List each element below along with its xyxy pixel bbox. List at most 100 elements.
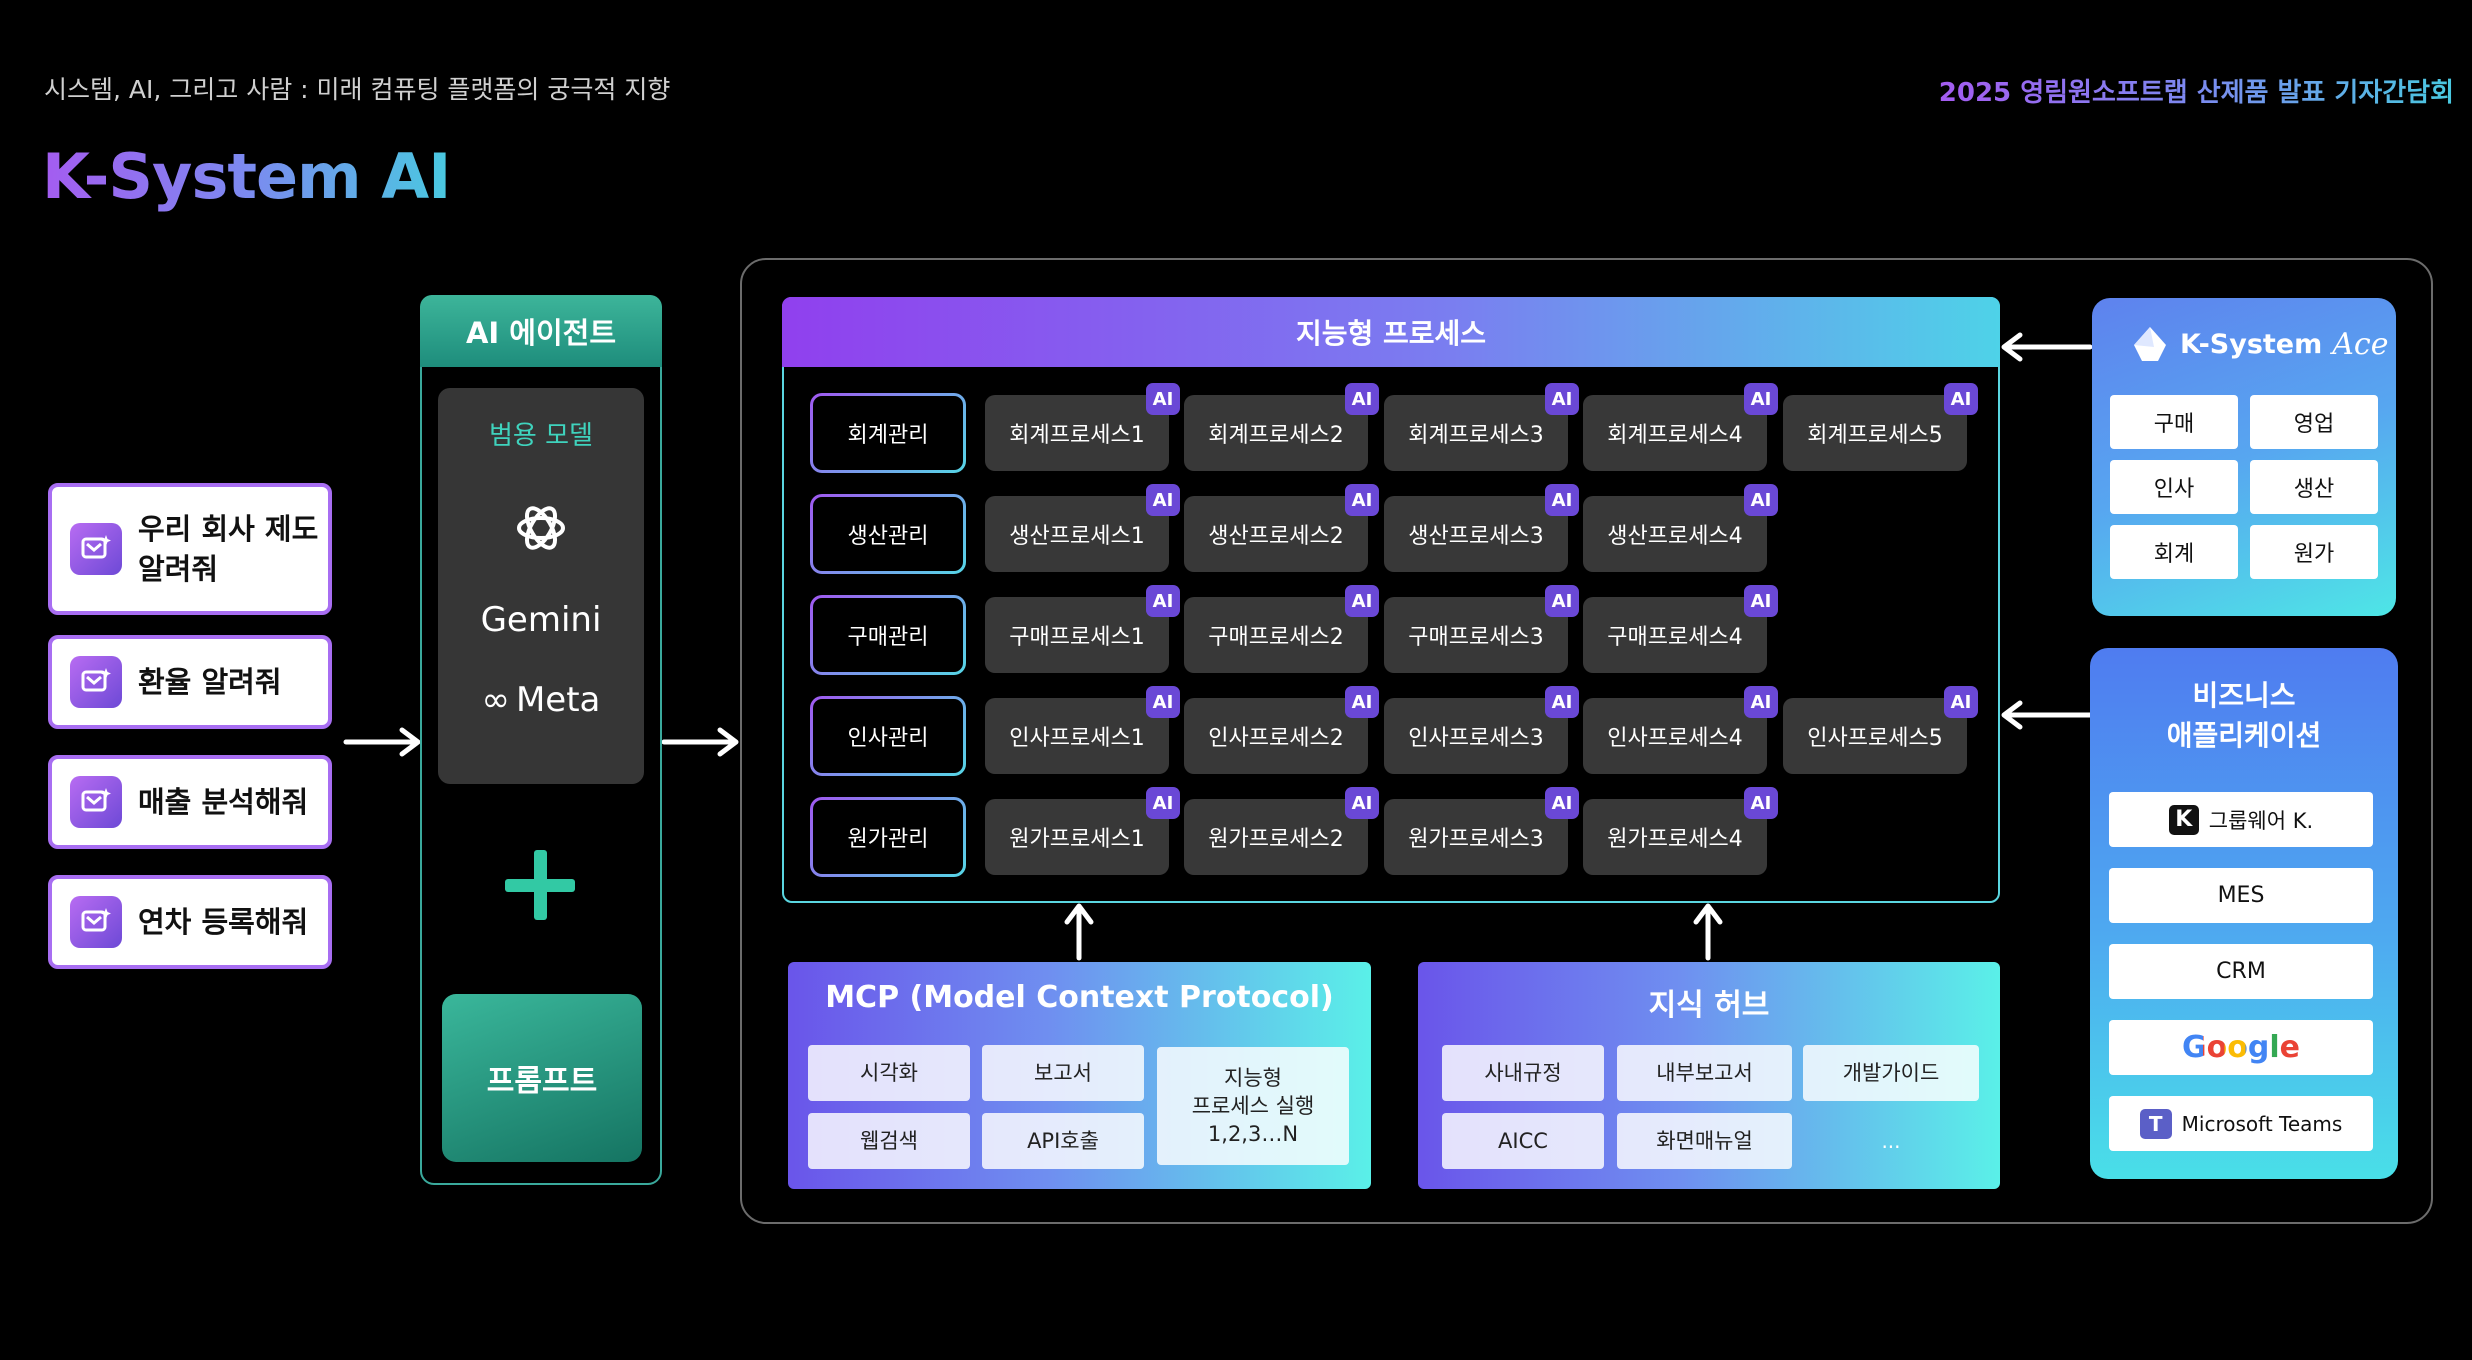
- ai-badge: AI: [1345, 484, 1379, 516]
- request-label: 연차 등록해줘: [138, 905, 309, 939]
- app-label: 그룹웨어 K.: [2208, 808, 2314, 833]
- process-item[interactable]: 원가프로세스4: [1583, 799, 1767, 875]
- teams-icon: T: [2139, 1108, 2172, 1139]
- process-item[interactable]: 회계프로세스5: [1783, 395, 1967, 471]
- ai-badge: AI: [1744, 383, 1778, 415]
- ai-badge: AI: [1944, 383, 1978, 415]
- crm-app[interactable]: CRM: [2109, 944, 2373, 999]
- ace-module[interactable]: 원가: [2250, 525, 2378, 579]
- request-card[interactable]: 연차 등록해줘: [48, 875, 332, 969]
- business-apps-title: 비즈니스 애플리케이션: [2166, 679, 2322, 752]
- process-item[interactable]: 생산프로세스1: [985, 496, 1169, 572]
- intelligent-process-title: 지능형 프로세스: [782, 297, 2000, 367]
- process-category[interactable]: 원가관리: [810, 797, 966, 877]
- process-category[interactable]: 구매관리: [810, 595, 966, 675]
- teams-app[interactable]: T Microsoft Teams: [2109, 1096, 2373, 1151]
- process-item[interactable]: 원가프로세스1: [985, 799, 1169, 875]
- ace-module[interactable]: 생산: [2250, 460, 2378, 514]
- ai-badge: AI: [1146, 484, 1180, 516]
- ace-module[interactable]: 인사: [2110, 460, 2238, 514]
- ai-badge: AI: [1146, 383, 1180, 415]
- process-item[interactable]: 구매프로세스3: [1384, 597, 1568, 673]
- process-item[interactable]: 회계프로세스4: [1583, 395, 1767, 471]
- process-category-label: 구매관리: [813, 598, 963, 672]
- ai-badge: AI: [1146, 787, 1180, 819]
- request-label: 우리 회사 제도 알려줘: [138, 512, 319, 586]
- mes-app[interactable]: MES: [2109, 868, 2373, 923]
- ai-badge: AI: [1944, 686, 1978, 718]
- process-category-label: 생산관리: [813, 497, 963, 571]
- process-item[interactable]: 회계프로세스2: [1184, 395, 1368, 471]
- process-item[interactable]: 구매프로세스2: [1184, 597, 1368, 673]
- ace-module[interactable]: 영업: [2250, 395, 2378, 449]
- gemini-logo: Gemini: [480, 600, 602, 640]
- process-item[interactable]: 원가프로세스3: [1384, 799, 1568, 875]
- process-item[interactable]: 구매프로세스4: [1583, 597, 1767, 673]
- process-category-label: 회계관리: [813, 396, 963, 470]
- ace-brand-script: Ace: [2332, 326, 2389, 362]
- mcp-exec-item: 지능형 프로세스 실행 1,2,3…N: [1157, 1047, 1349, 1165]
- google-logo: Google: [2182, 1030, 2300, 1065]
- process-category[interactable]: 인사관리: [810, 696, 966, 776]
- system-frame: [740, 258, 2433, 1224]
- ai-agent-title: AI 에이전트: [420, 295, 662, 367]
- ace-module[interactable]: 회계: [2110, 525, 2238, 579]
- plus-icon: [505, 850, 575, 920]
- process-item[interactable]: 생산프로세스4: [1583, 496, 1767, 572]
- meta-infinity-icon: ∞: [481, 680, 510, 720]
- hub-item: 화면매뉴얼: [1617, 1113, 1792, 1169]
- ai-badge: AI: [1345, 585, 1379, 617]
- process-item[interactable]: 인사프로세스2: [1184, 698, 1368, 774]
- process-item[interactable]: 생산프로세스2: [1184, 496, 1368, 572]
- hub-item: AICC: [1442, 1113, 1604, 1169]
- hub-more: ...: [1881, 1129, 1901, 1153]
- process-item[interactable]: 생산프로세스3: [1384, 496, 1568, 572]
- request-card[interactable]: 환율 알려줘: [48, 635, 332, 729]
- mcp-item: API호출: [982, 1113, 1144, 1169]
- ai-badge: AI: [1545, 585, 1579, 617]
- meta-label: Meta: [515, 680, 601, 720]
- page-subtitle: 시스템, AI, 그리고 사람 : 미래 컴퓨팅 플랫폼의 궁극적 지향: [44, 75, 671, 104]
- process-item[interactable]: 원가프로세스2: [1184, 799, 1368, 875]
- ai-badge: AI: [1545, 383, 1579, 415]
- process-category-label: 인사관리: [813, 699, 963, 773]
- models-box: [438, 388, 644, 784]
- chat-sparkle-icon: [70, 896, 122, 948]
- process-item[interactable]: 인사프로세스3: [1384, 698, 1568, 774]
- process-item[interactable]: 인사프로세스4: [1583, 698, 1767, 774]
- process-item[interactable]: 인사프로세스1: [985, 698, 1169, 774]
- hub-item: 사내규정: [1442, 1045, 1604, 1101]
- process-item[interactable]: 구매프로세스1: [985, 597, 1169, 673]
- request-card[interactable]: 매출 분석해줘: [48, 755, 332, 849]
- ai-badge: AI: [1146, 585, 1180, 617]
- ai-badge: AI: [1146, 686, 1180, 718]
- process-category[interactable]: 회계관리: [810, 393, 966, 473]
- ai-badge: AI: [1545, 787, 1579, 819]
- process-item[interactable]: 회계프로세스3: [1384, 395, 1568, 471]
- hub-item: 개발가이드: [1803, 1045, 1979, 1101]
- mcp-title: MCP (Model Context Protocol): [825, 980, 1334, 1015]
- ai-badge: AI: [1744, 585, 1778, 617]
- process-category-label: 원가관리: [813, 800, 963, 874]
- app-label: Microsoft Teams: [2181, 1111, 2343, 1136]
- ace-brand-label: K-System: [2180, 328, 2323, 360]
- request-card[interactable]: 우리 회사 제도 알려줘: [48, 483, 332, 615]
- ai-badge: AI: [1545, 484, 1579, 516]
- process-category[interactable]: 생산관리: [810, 494, 966, 574]
- openai-icon: [438, 498, 644, 562]
- event-label: 2025 영림원소프트랩 산제품 발표 기자간담회: [1939, 72, 2454, 109]
- knowledge-hub-title: 지식 허브: [1648, 988, 1770, 1023]
- process-item[interactable]: 인사프로세스5: [1783, 698, 1967, 774]
- google-app[interactable]: Google: [2109, 1020, 2373, 1075]
- chat-sparkle-icon: [70, 776, 122, 828]
- chat-sparkle-icon: [70, 656, 122, 708]
- groupware-icon: K: [2168, 804, 2199, 835]
- request-label: 매출 분석해줘: [138, 785, 309, 819]
- process-item[interactable]: 회계프로세스1: [985, 395, 1169, 471]
- ai-badge: AI: [1345, 383, 1379, 415]
- ai-badge: AI: [1545, 686, 1579, 718]
- ai-badge: AI: [1345, 787, 1379, 819]
- ace-module[interactable]: 구매: [2110, 395, 2238, 449]
- groupware-app[interactable]: K 그룹웨어 K.: [2109, 792, 2373, 847]
